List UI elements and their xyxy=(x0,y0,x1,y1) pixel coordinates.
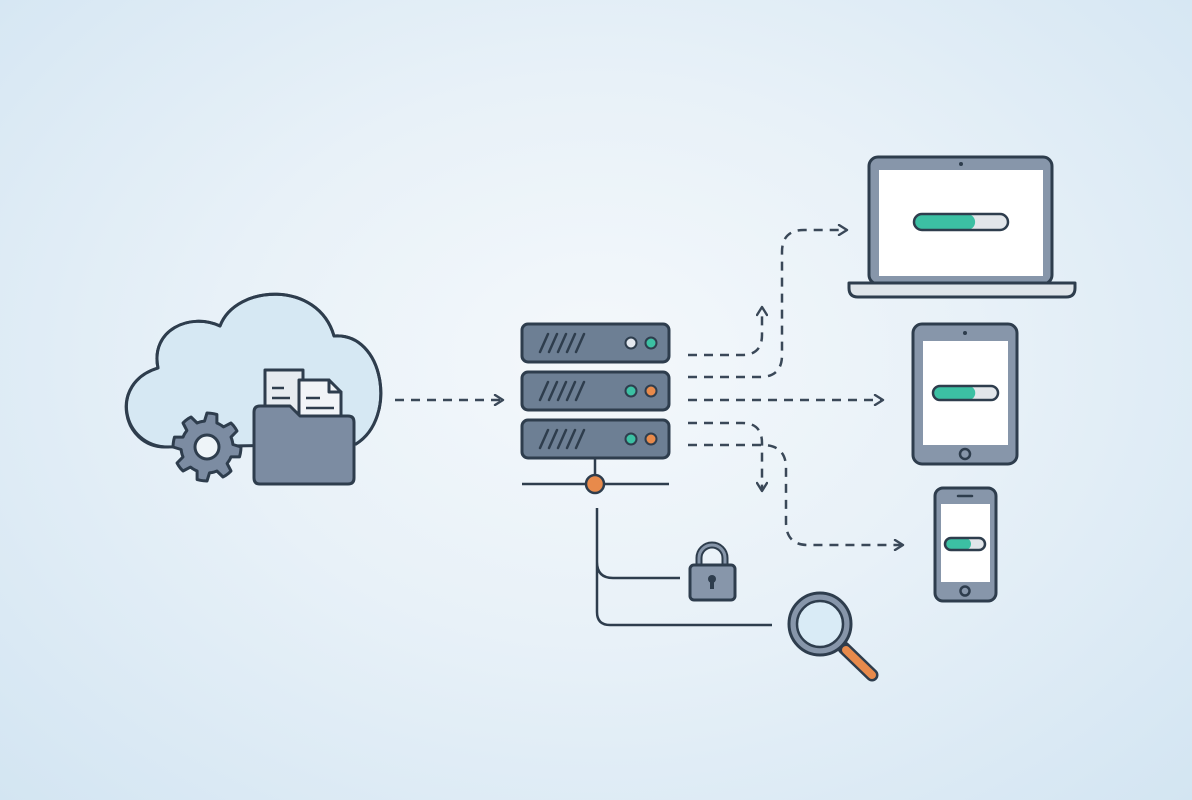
connector-line xyxy=(595,508,772,627)
lock-icon xyxy=(688,541,737,602)
status-led xyxy=(624,384,638,398)
magnifier-icon xyxy=(787,591,879,682)
server-unit xyxy=(520,322,671,364)
status-led xyxy=(624,432,638,446)
server-icon xyxy=(520,322,671,460)
progress-bar xyxy=(943,536,987,552)
flow-arrow-laptop xyxy=(688,230,846,379)
server-unit xyxy=(520,370,671,412)
flow-arrow-down xyxy=(688,421,762,490)
gear-hole xyxy=(193,433,221,461)
progress-bar xyxy=(912,212,1010,232)
server-unit xyxy=(520,418,671,460)
laptop-icon xyxy=(847,155,1077,299)
progress-bar xyxy=(931,384,1000,402)
status-led xyxy=(644,432,658,446)
status-led xyxy=(624,336,638,350)
flow-arrow-up xyxy=(688,308,762,357)
progress-fill xyxy=(914,214,976,230)
progress-fill xyxy=(945,538,971,550)
gear-icon xyxy=(171,411,243,483)
progress-fill xyxy=(933,386,976,400)
flow-arrow-phone xyxy=(688,443,902,545)
phone-icon xyxy=(933,486,998,603)
status-led xyxy=(644,336,658,350)
network-node-icon xyxy=(584,473,606,495)
status-led xyxy=(644,384,658,398)
folder-icon xyxy=(252,404,356,486)
tablet-icon xyxy=(911,322,1019,466)
